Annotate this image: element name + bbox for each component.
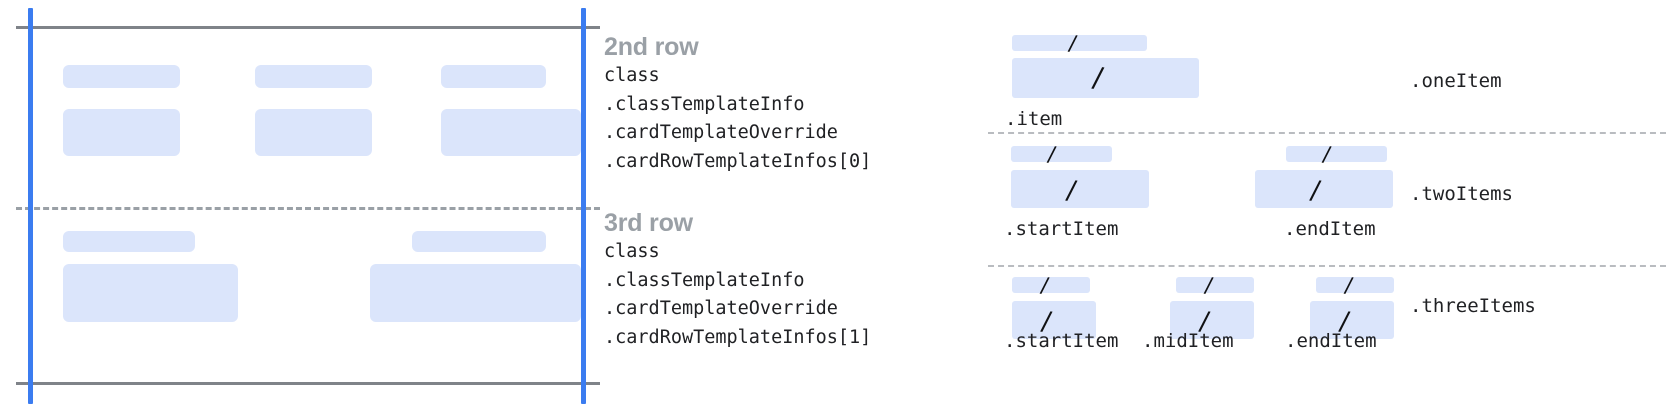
item-body-bar (1255, 170, 1393, 208)
body-bar (63, 264, 238, 322)
item-label-bar (1011, 146, 1112, 162)
card-bottom-rule (16, 382, 600, 385)
variant-name: .twoItems (1410, 183, 1513, 205)
body-bar (441, 109, 581, 156)
annotation-second-row: 2nd row class .classTemplateInfo .cardTe… (604, 32, 871, 176)
card-row-template-mock (0, 0, 600, 412)
slot-caption: .startItem (1004, 330, 1119, 352)
slot-caption: .endItem (1284, 218, 1376, 240)
annotation-third-row: 3rd row class .classTemplateInfo .cardTe… (604, 208, 871, 352)
card-top-rule (16, 26, 600, 29)
variant-divider (988, 265, 1666, 267)
label-bar (441, 65, 546, 88)
item-label-bar (1012, 35, 1147, 51)
slot-caption: .item (1005, 108, 1063, 130)
card-row-divider (16, 207, 600, 210)
item-label-bar (1012, 277, 1090, 293)
variant-divider (988, 132, 1666, 134)
row-item-variants: / / .item .oneItem / / .startItem / / .e… (980, 0, 1676, 412)
item-label-bar (1286, 146, 1387, 162)
item-body-bar (1011, 170, 1149, 208)
variant-name: .oneItem (1410, 70, 1502, 92)
annotation-title: 3rd row (604, 209, 693, 237)
label-bar (63, 65, 180, 88)
annotation-title: 2nd row (604, 33, 699, 61)
item-label-bar (1176, 277, 1254, 293)
right-margin-guide (581, 8, 586, 404)
variant-name: .threeItems (1410, 295, 1536, 317)
label-bar (255, 65, 372, 88)
item-body-bar (1310, 301, 1394, 339)
label-bar (412, 231, 546, 252)
body-bar (255, 109, 372, 156)
left-margin-guide (28, 8, 33, 404)
item-body-bar (1170, 301, 1254, 339)
item-body-bar (1012, 301, 1096, 339)
item-label-bar (1316, 277, 1394, 293)
body-bar (63, 109, 180, 156)
slot-caption: .endItem (1285, 330, 1377, 352)
annotation-code: class .classTemplateInfo .cardTemplateOv… (604, 65, 872, 172)
item-body-bar (1012, 58, 1199, 98)
annotation-code: class .classTemplateInfo .cardTemplateOv… (604, 241, 872, 348)
label-bar (63, 231, 195, 252)
body-bar (370, 264, 581, 322)
slot-caption: .startItem (1004, 218, 1119, 240)
slot-caption: .midItem (1142, 330, 1234, 352)
